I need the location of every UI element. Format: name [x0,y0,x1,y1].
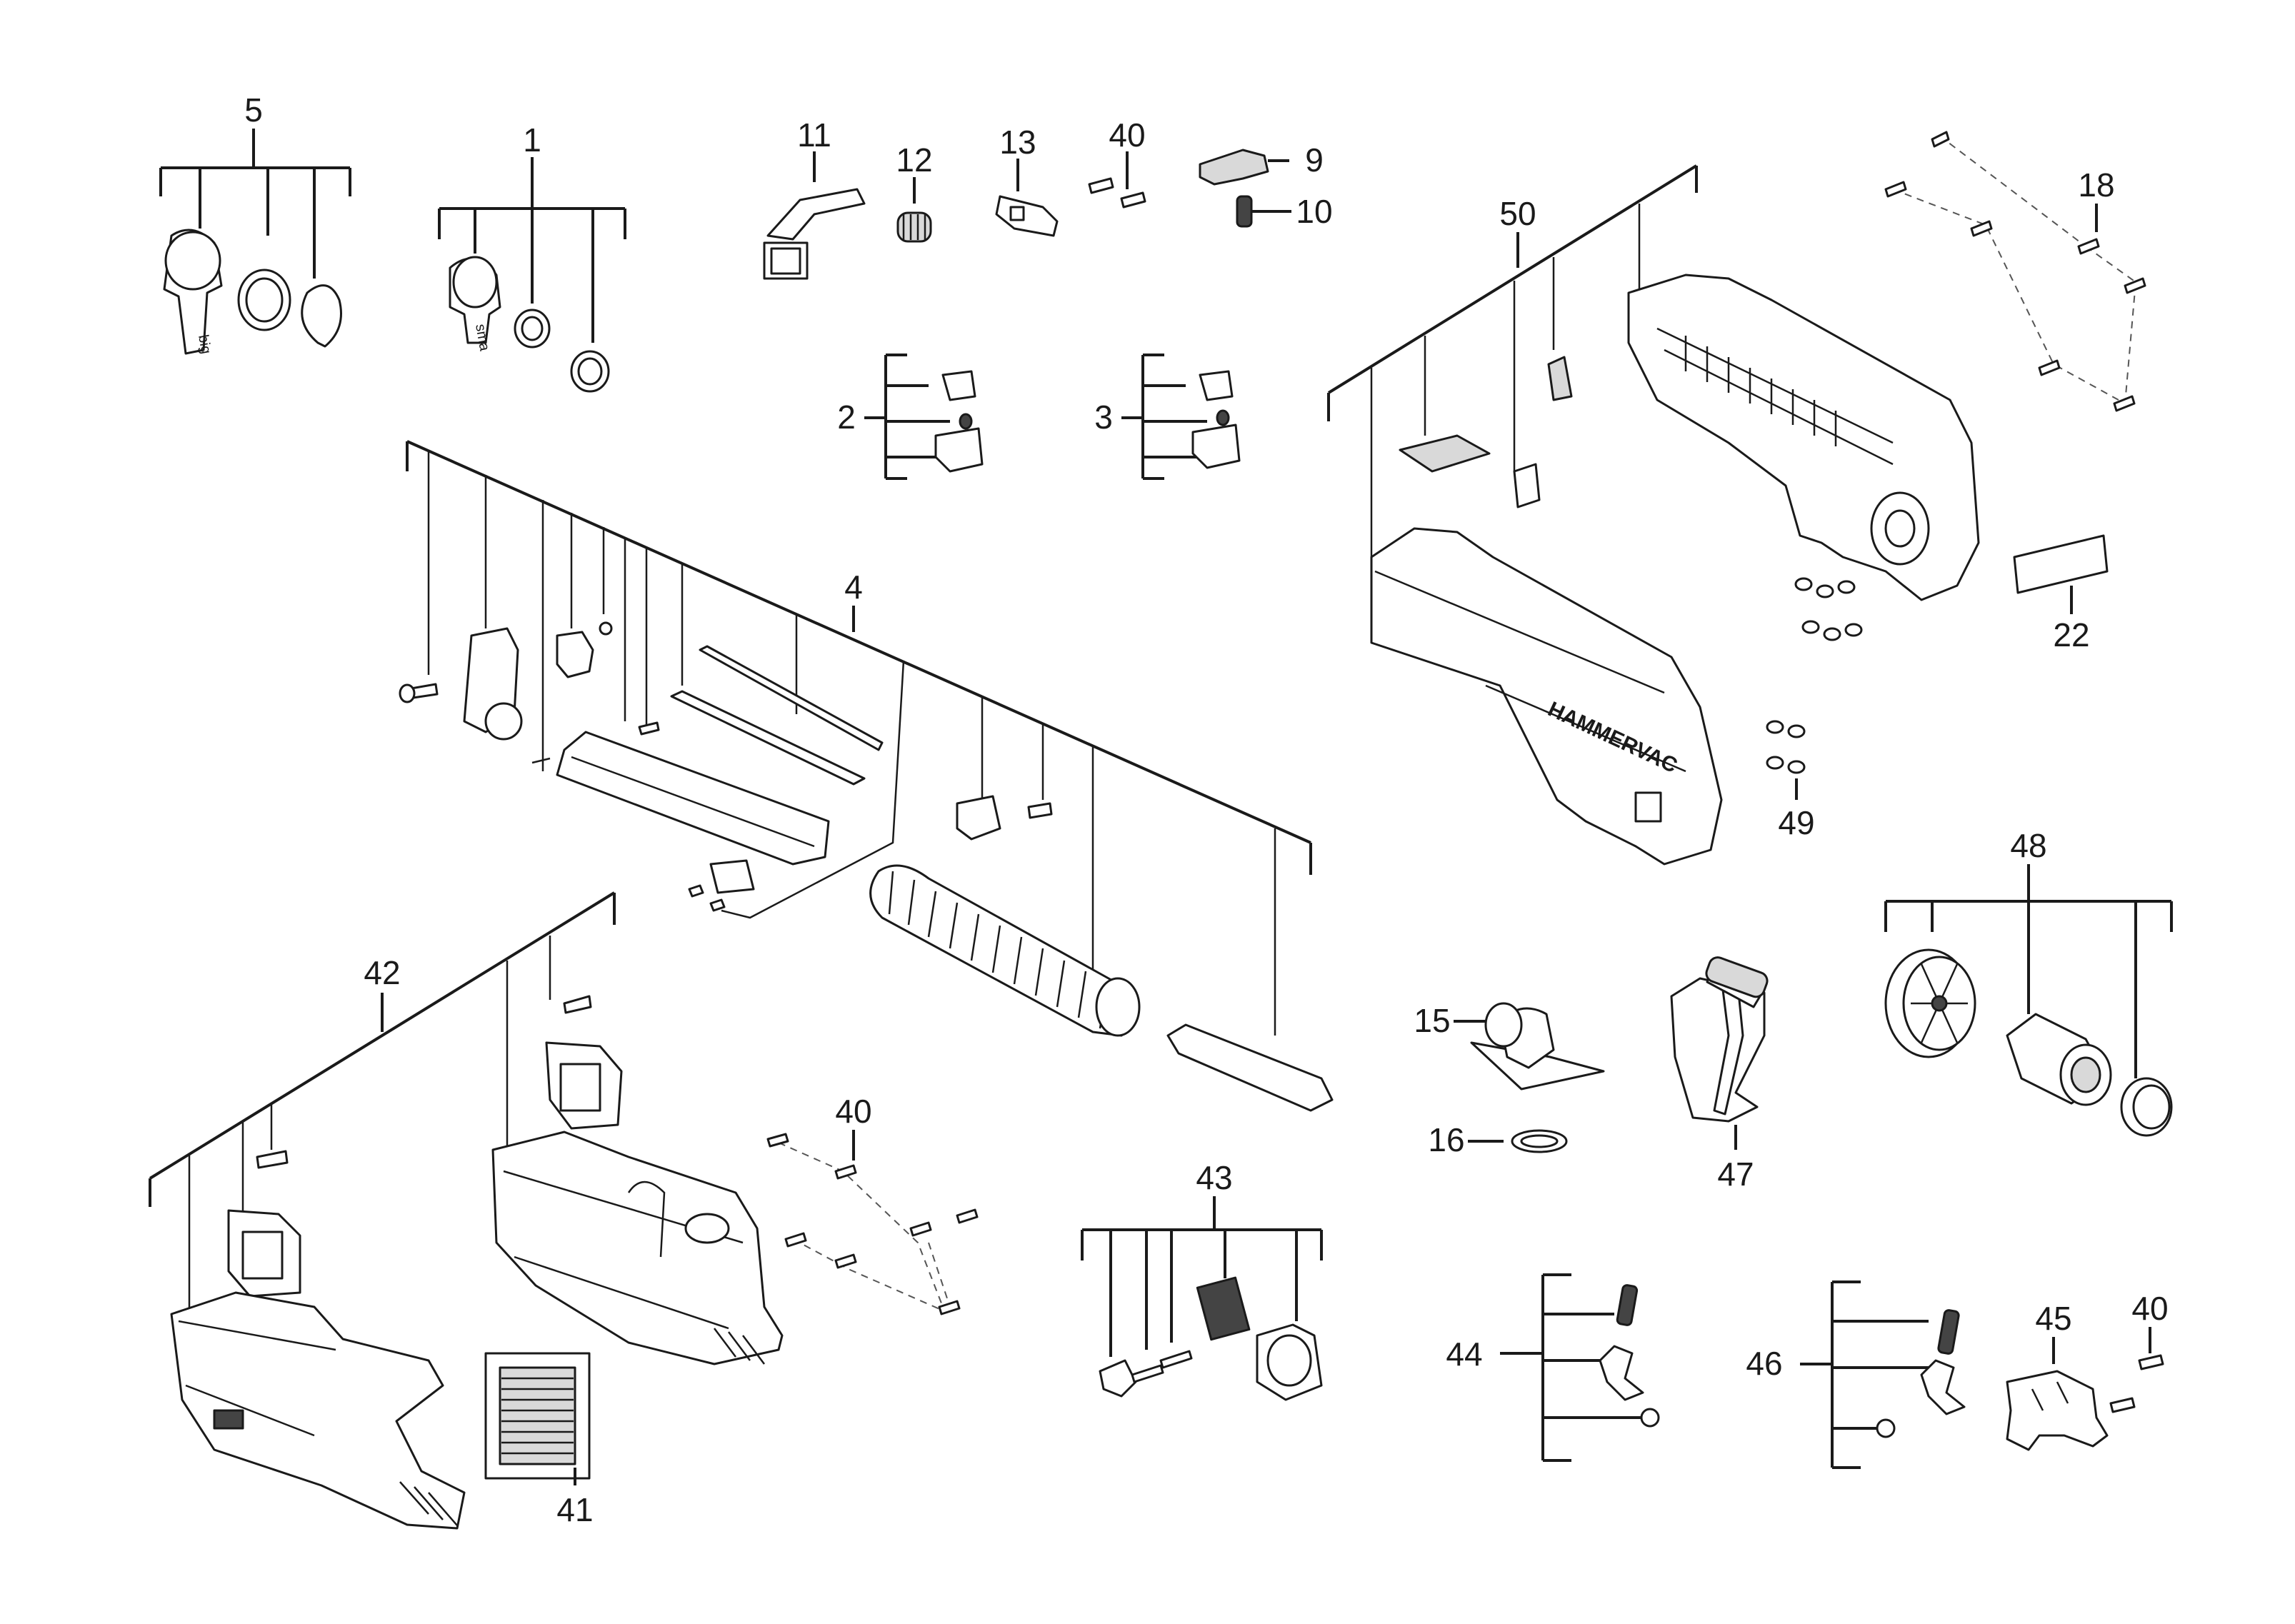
fan-impeller [1884,948,1976,1058]
part-group-18: 18 [1884,131,2146,412]
rubber-feet-upper [1794,577,1863,641]
bracket-1 [438,157,626,343]
nozzle-sma: sma [449,256,501,353]
callout-40-top: 40 [1109,116,1145,154]
callout-16: 16 [1428,1121,1464,1158]
part-45: 45 [2006,1300,2109,1451]
callout-5: 5 [244,91,263,129]
filter-41 [484,1352,591,1485]
callout-40-middle: 40 [835,1093,871,1130]
callout-50: 50 [1499,195,1536,232]
part-13: 13 [995,124,1059,237]
part-group-1: 1 sma [438,121,626,393]
callout-9: 9 [1305,141,1324,179]
housing-lower: HAMMERVAC [1370,527,1723,866]
part-47: 47 [1670,956,1769,1193]
part-group-43: 43 [1081,1159,1323,1401]
part-40-top: 40 [1088,116,1146,209]
part-16: 16 [1428,1121,1568,1158]
part-group-44: 44 [1446,1273,1660,1462]
center-housing [491,1131,784,1365]
callout-15: 15 [1414,1002,1450,1039]
nozzle-holder-43 [1256,1323,1323,1401]
battery-housing [170,1291,466,1530]
part-group-5: 5 big [159,91,351,355]
washer-5 [237,269,291,331]
callout-48: 48 [2010,827,2046,864]
motor [2006,1013,2112,1106]
part-group-50: 50 HAMMERVAC [1327,164,1980,866]
part-22: 22 [2013,534,2109,653]
callout-49: 49 [1778,804,1814,841]
marking-big: big [195,334,214,355]
callout-4: 4 [844,568,863,606]
part-12: 12 [896,141,933,243]
part-group-4: 4 [399,440,1334,1112]
callout-47: 47 [1717,1156,1754,1193]
bracket-5 [159,129,351,279]
dust-hose [869,864,1141,1037]
part-15: 15 [1414,1002,1605,1091]
washer-1 [514,309,551,349]
callout-11: 11 [797,116,831,154]
snap-ring-5 [301,284,342,348]
callout-12: 12 [896,141,932,179]
callout-22: 22 [2053,616,2089,653]
part-group-2: 2 [837,354,984,480]
callout-3: 3 [1094,399,1113,436]
part-group-40-middle: 40 [766,1093,979,1315]
part-9: 9 [1199,141,1324,186]
part-group-40-right: 40 [2109,1290,2169,1413]
callout-42: 42 [364,954,400,991]
callout-1: 1 [523,121,541,159]
callout-44: 44 [1446,1335,1482,1373]
callout-43: 43 [1196,1159,1232,1196]
callout-46: 46 [1746,1345,1782,1382]
part-group-49: 49 [1766,720,1815,841]
housing-upper [1627,274,1980,601]
marking-sma: sma [472,323,492,353]
part-group-42: 42 41 [149,891,784,1530]
nozzle-big: big [163,229,223,355]
part-group-3: 3 [1094,354,1241,480]
callout-41: 41 [556,1491,593,1528]
part-10: 10 [1236,193,1333,230]
part-group-46: 46 [1746,1280,1966,1469]
callout-2: 2 [837,399,856,436]
part-11: 11 [763,116,866,280]
callout-18: 18 [2078,166,2114,204]
callout-10: 10 [1296,193,1332,230]
motor-cap [2120,1077,2173,1137]
callout-45: 45 [2035,1300,2071,1337]
part-group-48: 48 [1884,827,2173,1137]
callout-40-right: 40 [2131,1290,2168,1327]
callout-13: 13 [999,124,1036,161]
snap-ring-1 [570,350,610,393]
